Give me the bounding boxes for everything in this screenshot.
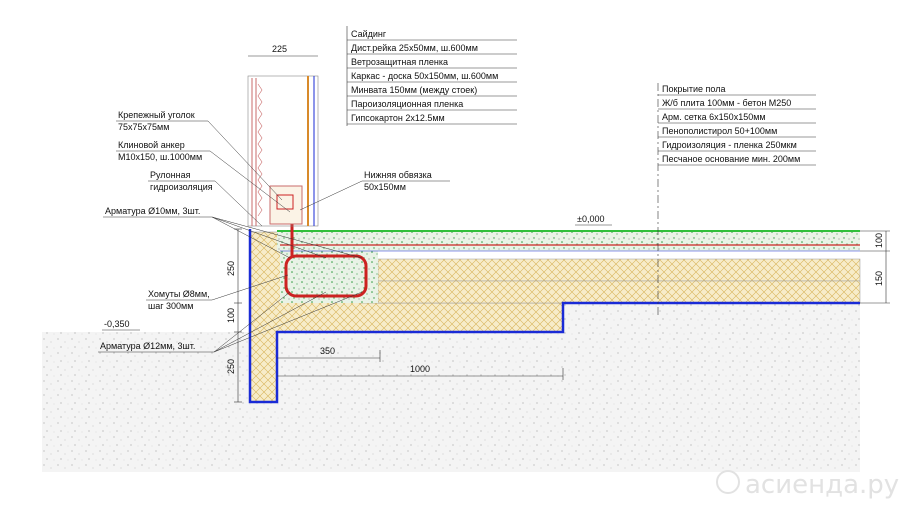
note-angle-1: Крепежный уголок bbox=[118, 110, 195, 120]
bottom-sill bbox=[269, 185, 303, 225]
floor-layer-5: Гидроизоляция - пленка 250мкм bbox=[662, 140, 797, 150]
dim-step-350: 350 bbox=[320, 346, 335, 356]
wall-layer-2: Дист.рейка 25х50мм, ш.600мм bbox=[351, 43, 478, 53]
concrete-slab bbox=[277, 232, 860, 251]
level-ground: -0,350 bbox=[104, 319, 130, 329]
sill-note-1: Нижняя обвязка bbox=[364, 170, 432, 180]
dim-slab-100: 100 bbox=[874, 233, 884, 248]
right-dimension-chain: 100 150 bbox=[860, 230, 890, 304]
wall-layer-1: Сайдинг bbox=[351, 29, 387, 39]
siding bbox=[251, 78, 257, 226]
dim-wall-width: 225 bbox=[272, 44, 287, 54]
floor-layers-table: Покрытие пола Ж/б плита 100мм - бетон М2… bbox=[657, 83, 816, 318]
bottom-dimension-chain: 350 1000 bbox=[277, 346, 564, 380]
wall-layer-5: Минвата 150мм (между стоек) bbox=[351, 85, 477, 95]
dim-footing: 250 bbox=[226, 359, 236, 374]
note-angle-2: 75х75х75мм bbox=[118, 122, 169, 132]
dim-step-1000: 1000 bbox=[410, 364, 430, 374]
wall-outline bbox=[247, 75, 319, 227]
sill-annotation: Нижняя обвязка 50х150мм bbox=[299, 170, 450, 211]
note-roll-2: гидроизоляция bbox=[150, 182, 213, 192]
floor-layer-4: Пенополистирол 50+100мм bbox=[662, 126, 777, 136]
rebar-cage bbox=[284, 254, 368, 298]
note-stirrups-2: шаг 300мм bbox=[148, 301, 193, 311]
floor-layer-6: Песчаное основание мин. 200мм bbox=[662, 154, 800, 164]
floor-layer-3: Арм. сетка 6х150х150мм bbox=[662, 112, 766, 122]
floor-layer-1: Покрытие пола bbox=[662, 84, 725, 94]
wall-layers-table: Сайдинг Дист.рейка 25х50мм, ш.600мм Ветр… bbox=[346, 26, 517, 126]
dim-insul-150: 150 bbox=[874, 271, 884, 286]
floor-layer-2: Ж/б плита 100мм - бетон М250 bbox=[662, 98, 791, 108]
insulation-100 bbox=[377, 280, 861, 304]
dim-grade-beam: 250 bbox=[226, 261, 236, 276]
wall-layer-4: Каркас - доска 50х150мм, ш.600мм bbox=[351, 71, 498, 81]
waterproofing-line bbox=[248, 229, 860, 404]
note-anchor-1: Клиновой анкер bbox=[118, 140, 185, 150]
left-annotations: Крепежный уголок 75х75х75мм Клиновой анк… bbox=[98, 110, 363, 353]
wall-layer-3: Ветрозащитная пленка bbox=[351, 57, 448, 67]
note-rebar10: Арматура Ø10мм, 3шт. bbox=[105, 206, 200, 216]
watermark-logo-icon bbox=[716, 470, 740, 494]
insulation-50 bbox=[377, 258, 861, 282]
note-roll-1: Рулонная bbox=[150, 170, 191, 180]
dim-mid: 100 bbox=[226, 308, 236, 323]
ground bbox=[42, 332, 860, 472]
note-stirrups-1: Хомуты Ø8мм, bbox=[148, 289, 210, 299]
note-rebar12: Арматура Ø12мм, 3шт. bbox=[100, 341, 195, 351]
note-anchor-2: М10х150, ш.1000мм bbox=[118, 152, 202, 162]
siding-profile bbox=[257, 83, 263, 217]
sill-note-2: 50х150мм bbox=[364, 182, 406, 192]
wall-layer-6: Пароизоляционная пленка bbox=[351, 99, 463, 109]
wall-layer-7: Гипсокартон 2х12.5мм bbox=[351, 113, 445, 123]
level-zero: ±0,000 bbox=[577, 214, 604, 224]
left-dimension-chain: 250 100 250 bbox=[226, 228, 242, 403]
watermark-text: асиенда.ру bbox=[745, 470, 899, 500]
